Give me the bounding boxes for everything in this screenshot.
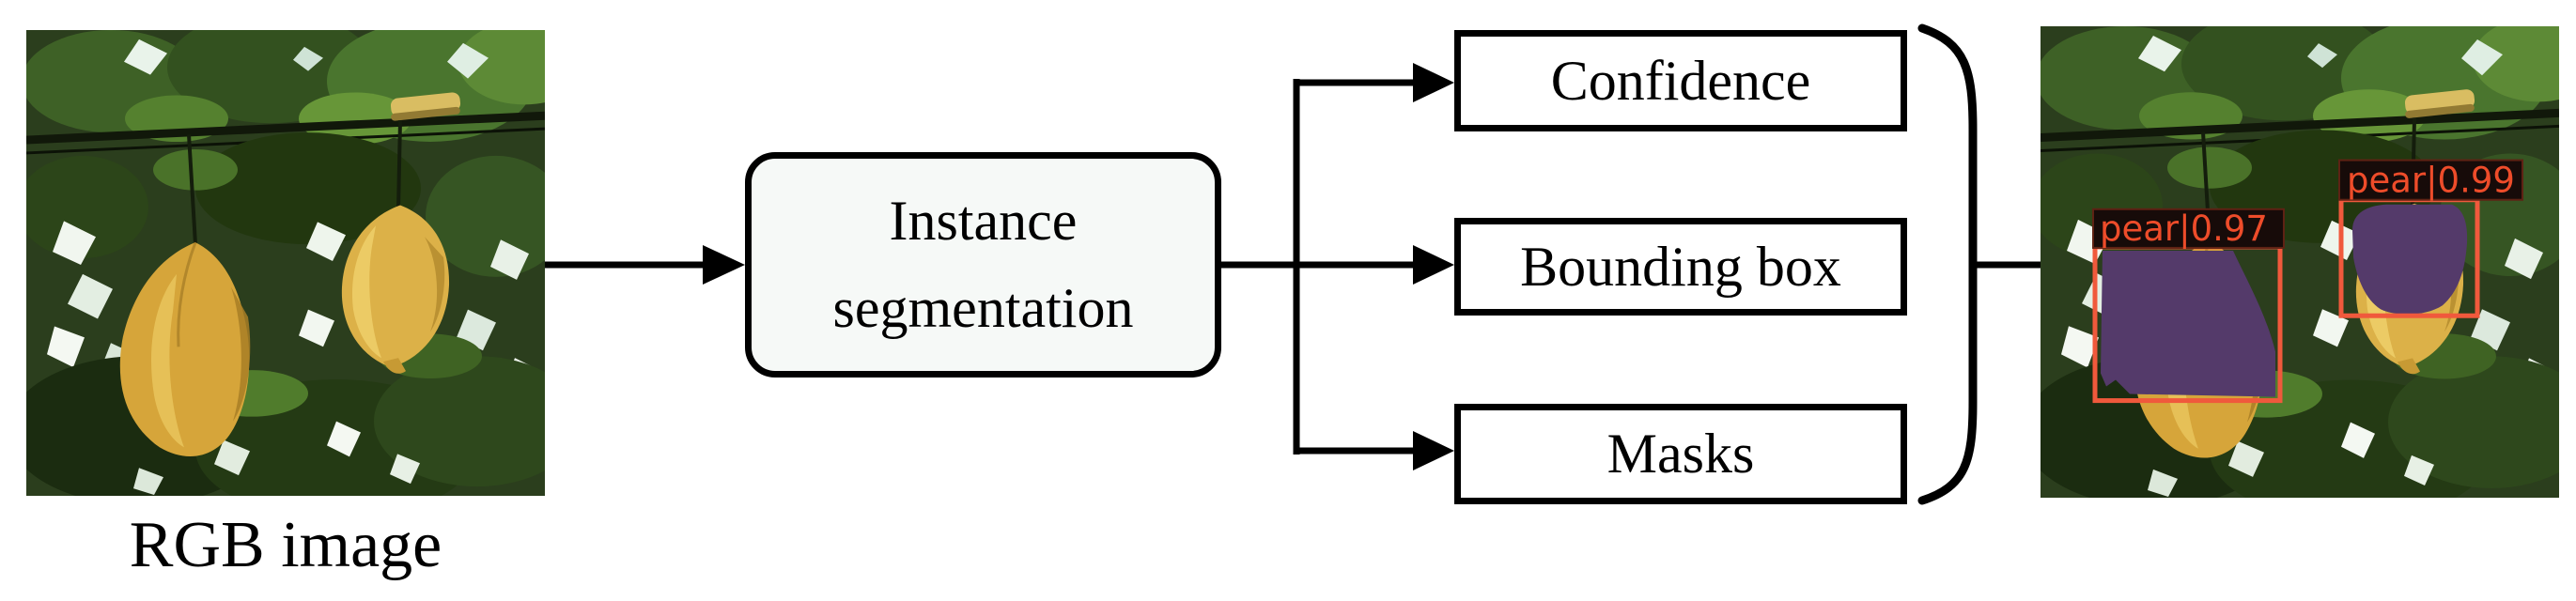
grouping-brace	[1917, 23, 1978, 505]
orchard-photo	[26, 30, 545, 496]
arrowhead-masks	[1413, 431, 1454, 470]
detection-label-bg-1	[2092, 208, 2285, 249]
output-box-masks: Masks	[1454, 404, 1907, 504]
result-segmentation-photo: pear|0.97 pear|0.99	[2041, 26, 2559, 498]
arrowhead-confidence	[1413, 63, 1454, 102]
process-label-line1: Instance	[889, 190, 1078, 252]
instance-segmentation-box: Instance segmentation	[745, 152, 1221, 378]
output-box-bounding-box: Bounding box	[1454, 218, 1907, 316]
mask-overlay-2	[2352, 204, 2468, 315]
output-label-masks: Masks	[1606, 423, 1755, 485]
process-label-line2: segmentation	[832, 277, 1134, 339]
detection-label-2: pear|0.99	[2347, 161, 2515, 201]
detection-label-1: pear|0.97	[2100, 208, 2268, 249]
input-rgb-photo	[26, 30, 545, 496]
output-label-bounding-box: Bounding box	[1520, 235, 1841, 298]
arrowhead-bounding	[1413, 245, 1454, 285]
output-label-confidence: Confidence	[1550, 49, 1811, 112]
input-caption: RGB image	[129, 509, 442, 581]
detection-label-bg-2	[2338, 159, 2523, 201]
orchard-photo-annotated: pear|0.97 pear|0.99	[2041, 26, 2559, 498]
output-box-confidence: Confidence	[1454, 30, 1907, 131]
arrowhead-input	[703, 245, 745, 285]
mask-overlay-1	[2101, 250, 2275, 397]
